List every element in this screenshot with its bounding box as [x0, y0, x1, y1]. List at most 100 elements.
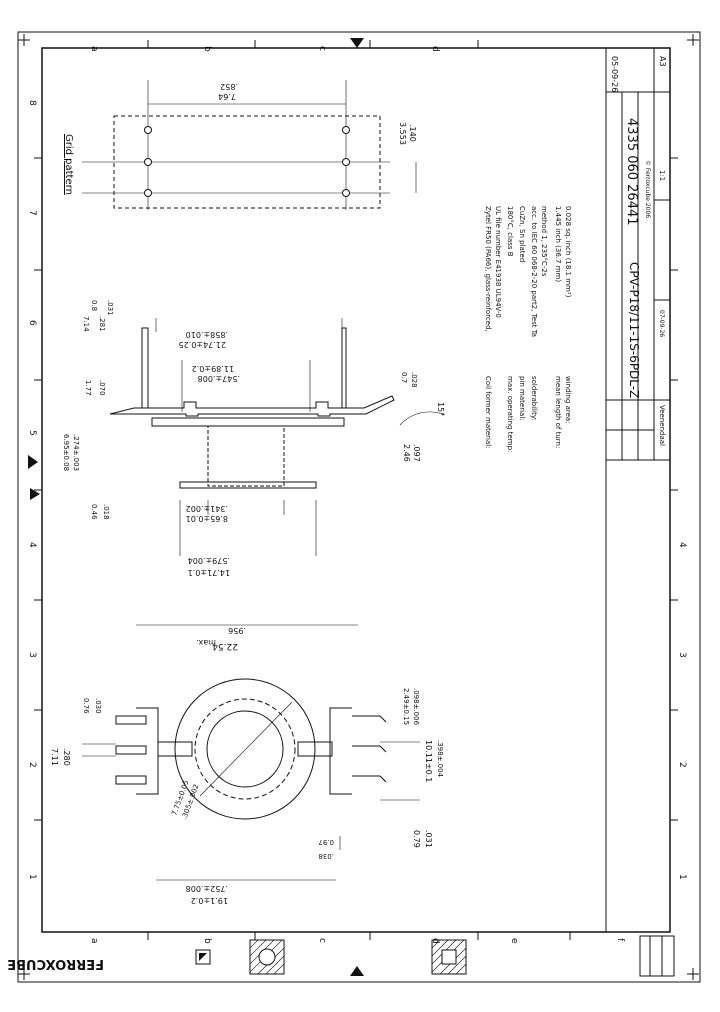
note-label-4: solderability:: [530, 376, 538, 421]
dim-inner-dia: 8.65±0.01: [186, 514, 228, 523]
dim-grid-top: 7.64: [218, 92, 236, 101]
grid-letter-c: c: [317, 46, 327, 51]
dim-inner-dia-in: .341±.002: [186, 504, 228, 513]
dim-grid-top-in: .852: [220, 82, 238, 91]
dim-pin-span-in: .280: [62, 748, 71, 766]
dim-side-outer-in: .547±.008: [198, 374, 240, 383]
dim-pin-w: 0.76: [82, 698, 90, 714]
title-date: 05-09-26: [610, 56, 619, 92]
dim-lead-w: 2.46: [402, 444, 411, 462]
grid-letter-c-bottom: c: [317, 938, 327, 943]
title-bottom-boxes: [639, 935, 675, 977]
center-arrows: [28, 38, 364, 976]
dim-body-height-in: .274±.003: [72, 434, 80, 471]
grid-pattern-label: Grid pattern: [63, 134, 74, 195]
dim-max-len-in: .956: [228, 626, 246, 635]
grid-number-8: 8: [27, 100, 37, 106]
dim-side-inner: 21.74±0.25: [179, 340, 226, 349]
note-value-1: UL file number E41938 UL94V-0: [494, 206, 502, 318]
dim-right-in: .398±.004: [436, 740, 444, 778]
title-code: 4335 060 26441: [624, 118, 639, 226]
note-value-4: acc. to IEC 60 068-2-20 part2, Test Ta: [530, 206, 538, 337]
dim-lead-w-in: .097: [412, 444, 421, 462]
dim-pin-height: 7.14: [82, 316, 90, 332]
grid-pattern-view: [82, 80, 417, 210]
note-value-2: 180°C, class B: [506, 206, 514, 257]
dim-max-label: max.: [196, 638, 216, 647]
grid-letter-d: d: [430, 46, 440, 52]
dim-outer-dia-in: .579±.004: [188, 556, 230, 565]
dim-b: 0.97: [318, 838, 334, 846]
grid-number-1-right: 1: [677, 874, 687, 880]
hatched-box-right: [431, 939, 467, 975]
title-scale: 1:1: [658, 170, 666, 181]
grid-letter-b: b: [202, 46, 212, 52]
notes-block: Coil former material: Zytel FR50 (PA66),…: [484, 206, 572, 452]
dim-slope-thk: 0.7: [400, 372, 408, 383]
title-block: [605, 47, 671, 933]
dim-pin-tol: 0.8: [90, 300, 98, 311]
dim-base-dia: 19.1±0.2: [191, 896, 228, 905]
note-value-3: CuZn, Sn plated: [518, 206, 526, 262]
dim-pin-span: 7.11: [50, 748, 59, 766]
dim-body-height: 6.95±0.08: [62, 434, 70, 471]
dim-base-dia-in: .752±.008: [186, 884, 228, 893]
dim-grid-pitch: 3.553: [398, 122, 407, 145]
note-label-3: pin material:: [518, 376, 526, 421]
brand-name: FERROXCUBE: [7, 956, 104, 971]
inner-frame: [41, 47, 671, 933]
note-value-5: method 1, 235°C-2s: [540, 206, 548, 277]
dim-flange-h: 1.77: [84, 380, 92, 396]
hatched-box-left: [249, 939, 285, 975]
note-value-0: Zytel FR50 (PA66), glass-reinforced,: [484, 206, 492, 332]
grid-letter-b-bottom: b: [202, 938, 212, 944]
dim-b-in: .038: [318, 852, 334, 860]
dim-core-h: 2.49±0.15: [402, 688, 410, 725]
title-product: CPV-P18/11-1S-6PDL-Z: [627, 262, 641, 398]
dim-small: 0.79: [412, 830, 421, 848]
title-size: A3: [658, 56, 667, 67]
grid-number-5: 5: [27, 430, 37, 436]
grid-number-4-right: 4: [677, 542, 687, 548]
grid-letter-d-bottom: d: [430, 938, 440, 944]
note-label-0: Coil former material:: [484, 376, 492, 449]
brand-logo: FERROXCUBE: [7, 949, 211, 971]
grid-letter-e-bottom: e: [509, 938, 519, 944]
dim-pin-w-in: .030: [94, 698, 102, 714]
title-copyright: © Ferroxcube 2006: [644, 160, 651, 218]
grid-number-3-right: 3: [677, 652, 687, 658]
grid-number-3: 3: [27, 652, 37, 658]
dim-right: 10.11±0.1: [424, 740, 433, 782]
dim-pin-tol-in: .031: [106, 300, 114, 316]
outer-frame: [17, 31, 701, 983]
note-value-6: 1.445 inch (36.7 mm): [554, 206, 562, 282]
dim-outer-dia: 14.71±0.1: [188, 568, 230, 577]
grid-ticks: [34, 40, 678, 940]
dim-pin-height-in: .281: [98, 316, 106, 332]
dim-side-outer: 11.89±0.2: [192, 364, 234, 373]
side-view: [109, 318, 446, 626]
note-label-2: max. operating temp:: [506, 376, 514, 452]
grid-number-2: 2: [27, 762, 37, 768]
note-label-6: mean length of turn:: [554, 376, 562, 448]
grid-number-2-right: 2: [677, 762, 687, 768]
note-label-7: winding area:: [564, 376, 572, 424]
dim-slope-thk-in: .028: [410, 372, 418, 388]
grid-number-1: 1: [27, 874, 37, 880]
dim-flange-h-in: .070: [98, 380, 106, 396]
dim-max-len: 22.54: [212, 641, 238, 651]
dim-grid-pitch-in: .140: [408, 124, 417, 142]
grid-letter-a-bottom: a: [89, 938, 99, 944]
dim-base-h-in: .018: [102, 504, 110, 520]
title-location: Veenendaal: [658, 405, 666, 446]
dim-side-inner-in: .858±.010: [186, 330, 228, 339]
dim-base-h: 0.46: [90, 504, 98, 520]
grid-letter-a: a: [89, 46, 99, 52]
grid-letter-f-bottom: f: [615, 938, 625, 942]
dim-small-in: .031: [424, 830, 433, 848]
note-value-7: 0.028 sq. inch (18.1 mm²): [564, 206, 572, 298]
grid-number-4: 4: [27, 542, 37, 548]
grid-number-7: 7: [27, 210, 37, 216]
title-revision-date: 07-09-26: [658, 310, 665, 337]
